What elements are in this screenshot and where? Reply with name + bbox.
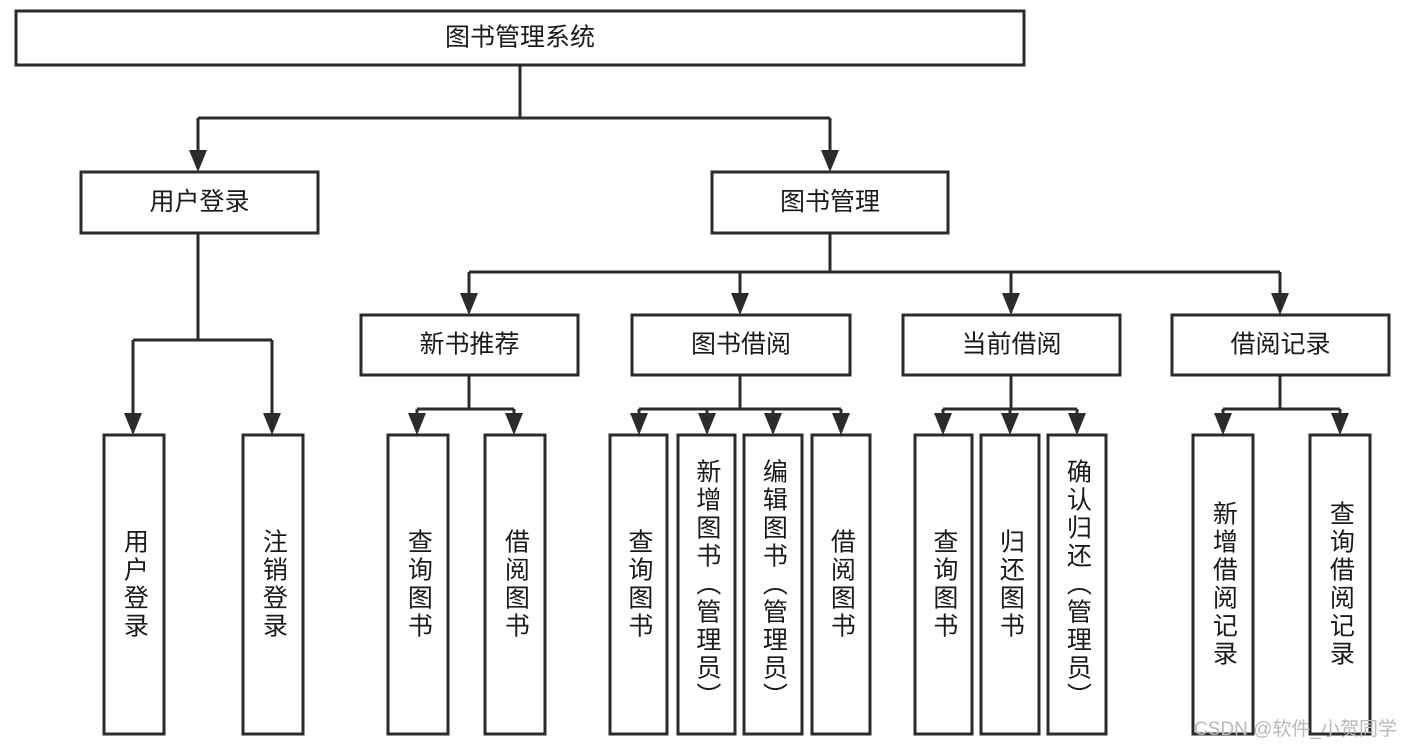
node-box-root [14, 9, 1026, 67]
node-box-new-book-recommend [359, 313, 580, 377]
node-label-new-book-recommend: 新书推荐 [419, 331, 519, 359]
node-box-leaf-add-borrow-record [1191, 433, 1255, 736]
node-leaf-user-login[interactable]: 用户登录 [102, 433, 166, 736]
node-label-leaf-query-books-current: 查询图书 [930, 529, 959, 641]
node-label-book-management: 图书管理 [780, 188, 880, 216]
arrow-head-icon [1271, 293, 1289, 315]
node-leaf-confirm-return-admin[interactable]: 确认归还（管理员） [1046, 433, 1108, 736]
node-leaf-query-borrow-record[interactable]: 查询借阅记录 [1308, 433, 1372, 736]
node-box-leaf-user-login [102, 433, 166, 736]
arrow-head-icon [460, 293, 478, 315]
node-leaf-query-books-borrow[interactable]: 查询图书 [608, 433, 669, 736]
node-box-leaf-add-book-admin [676, 433, 737, 736]
node-current-borrow[interactable]: 当前借阅 [901, 313, 1122, 377]
node-box-leaf-borrow-books-recommend [483, 433, 547, 736]
node-label-leaf-confirm-return-admin: 确认归还（管理员） [1063, 459, 1092, 711]
node-box-leaf-borrow-book [810, 433, 872, 736]
arrow-head-icon [408, 413, 426, 435]
node-box-leaf-edit-book-admin [742, 433, 804, 736]
arrow-head-icon [731, 293, 749, 315]
node-box-leaf-query-books-current [913, 433, 974, 736]
node-box-leaf-logout [241, 433, 305, 736]
node-leaf-return-book[interactable]: 归还图书 [979, 433, 1041, 736]
node-box-leaf-return-book [979, 433, 1041, 736]
node-label-book-borrow: 图书借阅 [691, 331, 791, 359]
node-leaf-add-borrow-record[interactable]: 新增借阅记录 [1191, 433, 1255, 736]
node-borrow-records[interactable]: 借阅记录 [1170, 313, 1391, 377]
node-layer: 图书管理系统用户登录图书管理新书推荐图书借阅当前借阅借阅记录用户登录注销登录查询… [14, 9, 1391, 736]
node-user-login[interactable]: 用户登录 [79, 170, 320, 235]
node-book-management[interactable]: 图书管理 [710, 170, 950, 235]
arrow-head-icon [189, 150, 207, 172]
csdn-watermark: CSDN @软件_小贺同学 [1194, 719, 1397, 740]
node-book-borrow[interactable]: 图书借阅 [630, 313, 852, 377]
node-leaf-borrow-books-recommend[interactable]: 借阅图书 [483, 433, 547, 736]
node-leaf-edit-book-admin[interactable]: 编辑图书（管理员） [742, 433, 804, 736]
arrow-head-icon [1002, 293, 1020, 315]
arrow-head-icon [698, 413, 716, 435]
node-label-root: 图书管理系统 [445, 24, 595, 52]
node-box-borrow-records [1170, 313, 1391, 377]
arrow-head-icon [934, 413, 952, 435]
arrow-head-icon [1001, 413, 1019, 435]
node-leaf-borrow-book[interactable]: 借阅图书 [810, 433, 872, 736]
arrow-head-icon [764, 413, 782, 435]
node-label-leaf-edit-book-admin: 编辑图书（管理员） [759, 459, 788, 711]
node-leaf-query-books-recommend[interactable]: 查询图书 [386, 433, 450, 736]
node-box-leaf-confirm-return-admin [1046, 433, 1108, 736]
arrow-head-icon [505, 413, 523, 435]
node-label-leaf-borrow-book: 借阅图书 [827, 529, 856, 641]
arrow-head-icon [821, 150, 839, 172]
arrow-head-icon [124, 413, 142, 435]
node-box-book-borrow [630, 313, 852, 377]
node-label-leaf-query-borrow-record: 查询借阅记录 [1326, 501, 1355, 669]
arrow-head-icon [832, 413, 850, 435]
node-box-current-borrow [901, 313, 1122, 377]
node-leaf-logout[interactable]: 注销登录 [241, 433, 305, 736]
node-box-book-management [710, 170, 950, 235]
arrow-head-icon [1331, 413, 1349, 435]
arrow-head-icon [263, 413, 281, 435]
node-label-leaf-user-login: 用户登录 [120, 529, 149, 641]
node-box-user-login [79, 170, 320, 235]
node-label-leaf-add-book-admin: 新增图书（管理员） [693, 459, 722, 711]
node-label-leaf-logout: 注销登录 [259, 529, 288, 641]
node-label-leaf-query-books-recommend: 查询图书 [404, 529, 433, 641]
node-new-book-recommend[interactable]: 新书推荐 [359, 313, 580, 377]
node-label-leaf-return-book: 归还图书 [996, 529, 1025, 641]
node-label-borrow-records: 借阅记录 [1230, 331, 1330, 359]
node-leaf-add-book-admin[interactable]: 新增图书（管理员） [676, 433, 737, 736]
node-box-leaf-query-borrow-record [1308, 433, 1372, 736]
arrow-head-icon [1214, 413, 1232, 435]
arrow-head-icon [1068, 413, 1086, 435]
node-box-leaf-query-books-borrow [608, 433, 669, 736]
node-label-current-borrow: 当前借阅 [961, 331, 1061, 359]
arrow-head-icon [630, 413, 648, 435]
node-label-leaf-add-borrow-record: 新增借阅记录 [1209, 501, 1238, 669]
node-box-leaf-query-books-recommend [386, 433, 450, 736]
node-leaf-query-books-current[interactable]: 查询图书 [913, 433, 974, 736]
node-label-leaf-query-books-borrow: 查询图书 [625, 529, 654, 641]
node-label-leaf-borrow-books-recommend: 借阅图书 [501, 529, 530, 641]
connector-layer [124, 65, 1349, 435]
node-label-user-login: 用户登录 [149, 188, 249, 216]
node-root[interactable]: 图书管理系统 [14, 9, 1026, 67]
